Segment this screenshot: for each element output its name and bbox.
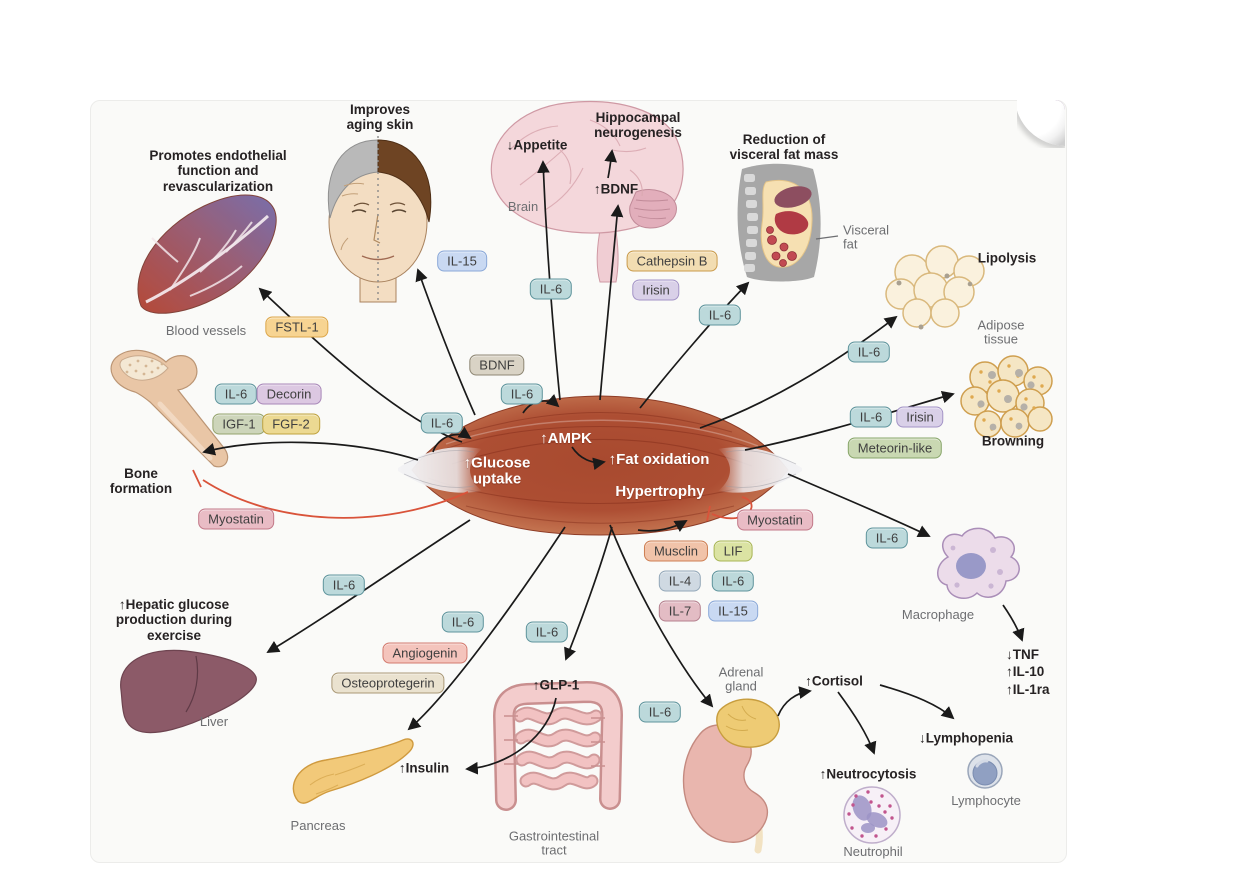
heading-glp1: ↑GLP-1: [532, 677, 580, 693]
pill-igf1: IGF-1: [212, 413, 266, 435]
caption-pancreas: Pancreas: [290, 817, 346, 833]
muscle-text-hypertrophy: Hypertrophy: [615, 483, 705, 501]
pill-bdnf: BDNF: [469, 354, 525, 376]
pill-il6-cluster: IL-6: [711, 570, 755, 592]
cytokine-effects-block: ↓TNF ↑IL-10 ↑IL-1ra: [1006, 646, 1050, 698]
caption-brain: Brain: [507, 198, 539, 214]
muscle-text-glucose-uptake: ↑Glucose uptake: [463, 454, 531, 487]
pill-il6-gi: IL-6: [525, 621, 569, 643]
heading-cortisol: ↑Cortisol: [805, 673, 863, 689]
caption-macrophage: Macrophage: [901, 606, 975, 622]
pill-decorin: Decorin: [256, 383, 322, 405]
pill-fgf2: FGF-2: [262, 413, 320, 435]
heading-lipolysis: Lipolysis: [977, 250, 1037, 266]
heading-endothelial: Promotes endothelial function and revasc…: [149, 148, 287, 194]
caption-lymphocyte: Lymphocyte: [951, 792, 1021, 808]
caption-liver: Liver: [199, 713, 229, 729]
pill-il6-liver: IL-6: [322, 574, 366, 596]
pill-lif: LIF: [713, 540, 753, 562]
heading-bdnf: ↑BDNF: [593, 181, 639, 197]
pill-il6-muscle-left: IL-6: [420, 412, 464, 434]
pill-cathepsin-b: Cathepsin B: [626, 250, 718, 272]
caption-adrenal-gland: Adrenal gland: [718, 664, 764, 694]
pill-il6-brain: IL-6: [529, 278, 573, 300]
pill-il6-pancreas: IL-6: [441, 611, 485, 633]
heading-visceral-reduction: Reduction of visceral fat mass: [729, 131, 839, 162]
pill-il6-bone: IL-6: [214, 383, 258, 405]
heading-neutrocytosis: ↑Neutrocytosis: [819, 766, 917, 782]
pill-irisin-browning: Irisin: [896, 406, 944, 428]
pill-il15-skin: IL-15: [437, 250, 487, 272]
muscle-text-ampk: ↑AMPK: [540, 430, 592, 448]
muscle-text-fat-oxidation: ↑Fat oxidation: [608, 451, 710, 469]
caption-neutrophil: Neutrophil: [843, 843, 903, 859]
page-curl-fold: [1017, 100, 1065, 146]
pill-meteorin-like: Meteorin-like: [847, 437, 943, 459]
caption-visceral-fat: Visceral fat: [843, 222, 890, 252]
pill-fstl1: FSTL-1: [265, 316, 329, 338]
pill-myostatin-bone: Myostatin: [198, 508, 274, 530]
pill-il6-macrophage: IL-6: [865, 527, 909, 549]
heading-tnf: ↓TNF: [1006, 647, 1039, 662]
pill-il6-browning: IL-6: [849, 406, 893, 428]
heading-browning: Browning: [981, 433, 1045, 449]
caption-gi-tract: Gastrointestinal tract: [508, 828, 600, 858]
heading-bone-formation: Bone formation: [109, 465, 173, 496]
pill-il6-visceral: IL-6: [698, 304, 742, 326]
pill-osteoprotegerin: Osteoprotegerin: [331, 672, 445, 694]
heading-il10: ↑IL-10: [1006, 664, 1045, 680]
pill-myostatin-muscle: Myostatin: [737, 509, 813, 531]
pill-musclin: Musclin: [643, 540, 709, 562]
pill-il6-adrenal: IL-6: [638, 701, 682, 723]
heading-hepatic: ↑Hepatic glucose production during exerc…: [115, 597, 233, 643]
page-curl-decoration: [1017, 100, 1065, 148]
caption-adipose-tissue: Adipose tissue: [977, 317, 1025, 347]
pill-il7: IL-7: [658, 600, 702, 622]
diagram-panel: [90, 100, 1067, 863]
heading-insulin: ↑Insulin: [398, 760, 450, 776]
heading-lymphopenia: ↓Lymphopenia: [918, 730, 1014, 746]
pill-il6-lipolysis: IL-6: [847, 341, 891, 363]
pill-il15-cluster: IL-15: [708, 600, 758, 622]
pill-il4: IL-4: [658, 570, 702, 592]
heading-hippocampal: Hippocampal neurogenesis: [594, 109, 682, 140]
heading-aging-skin: Improves aging skin: [346, 101, 414, 132]
pill-irisin-brain: Irisin: [632, 279, 680, 301]
caption-blood-vessels: Blood vessels: [165, 322, 247, 338]
heading-appetite: ↓Appetite: [506, 137, 568, 153]
pill-angiogenin: Angiogenin: [382, 642, 468, 664]
pill-il6-top: IL-6: [500, 383, 544, 405]
heading-il1ra: ↑IL-1ra: [1006, 681, 1050, 697]
